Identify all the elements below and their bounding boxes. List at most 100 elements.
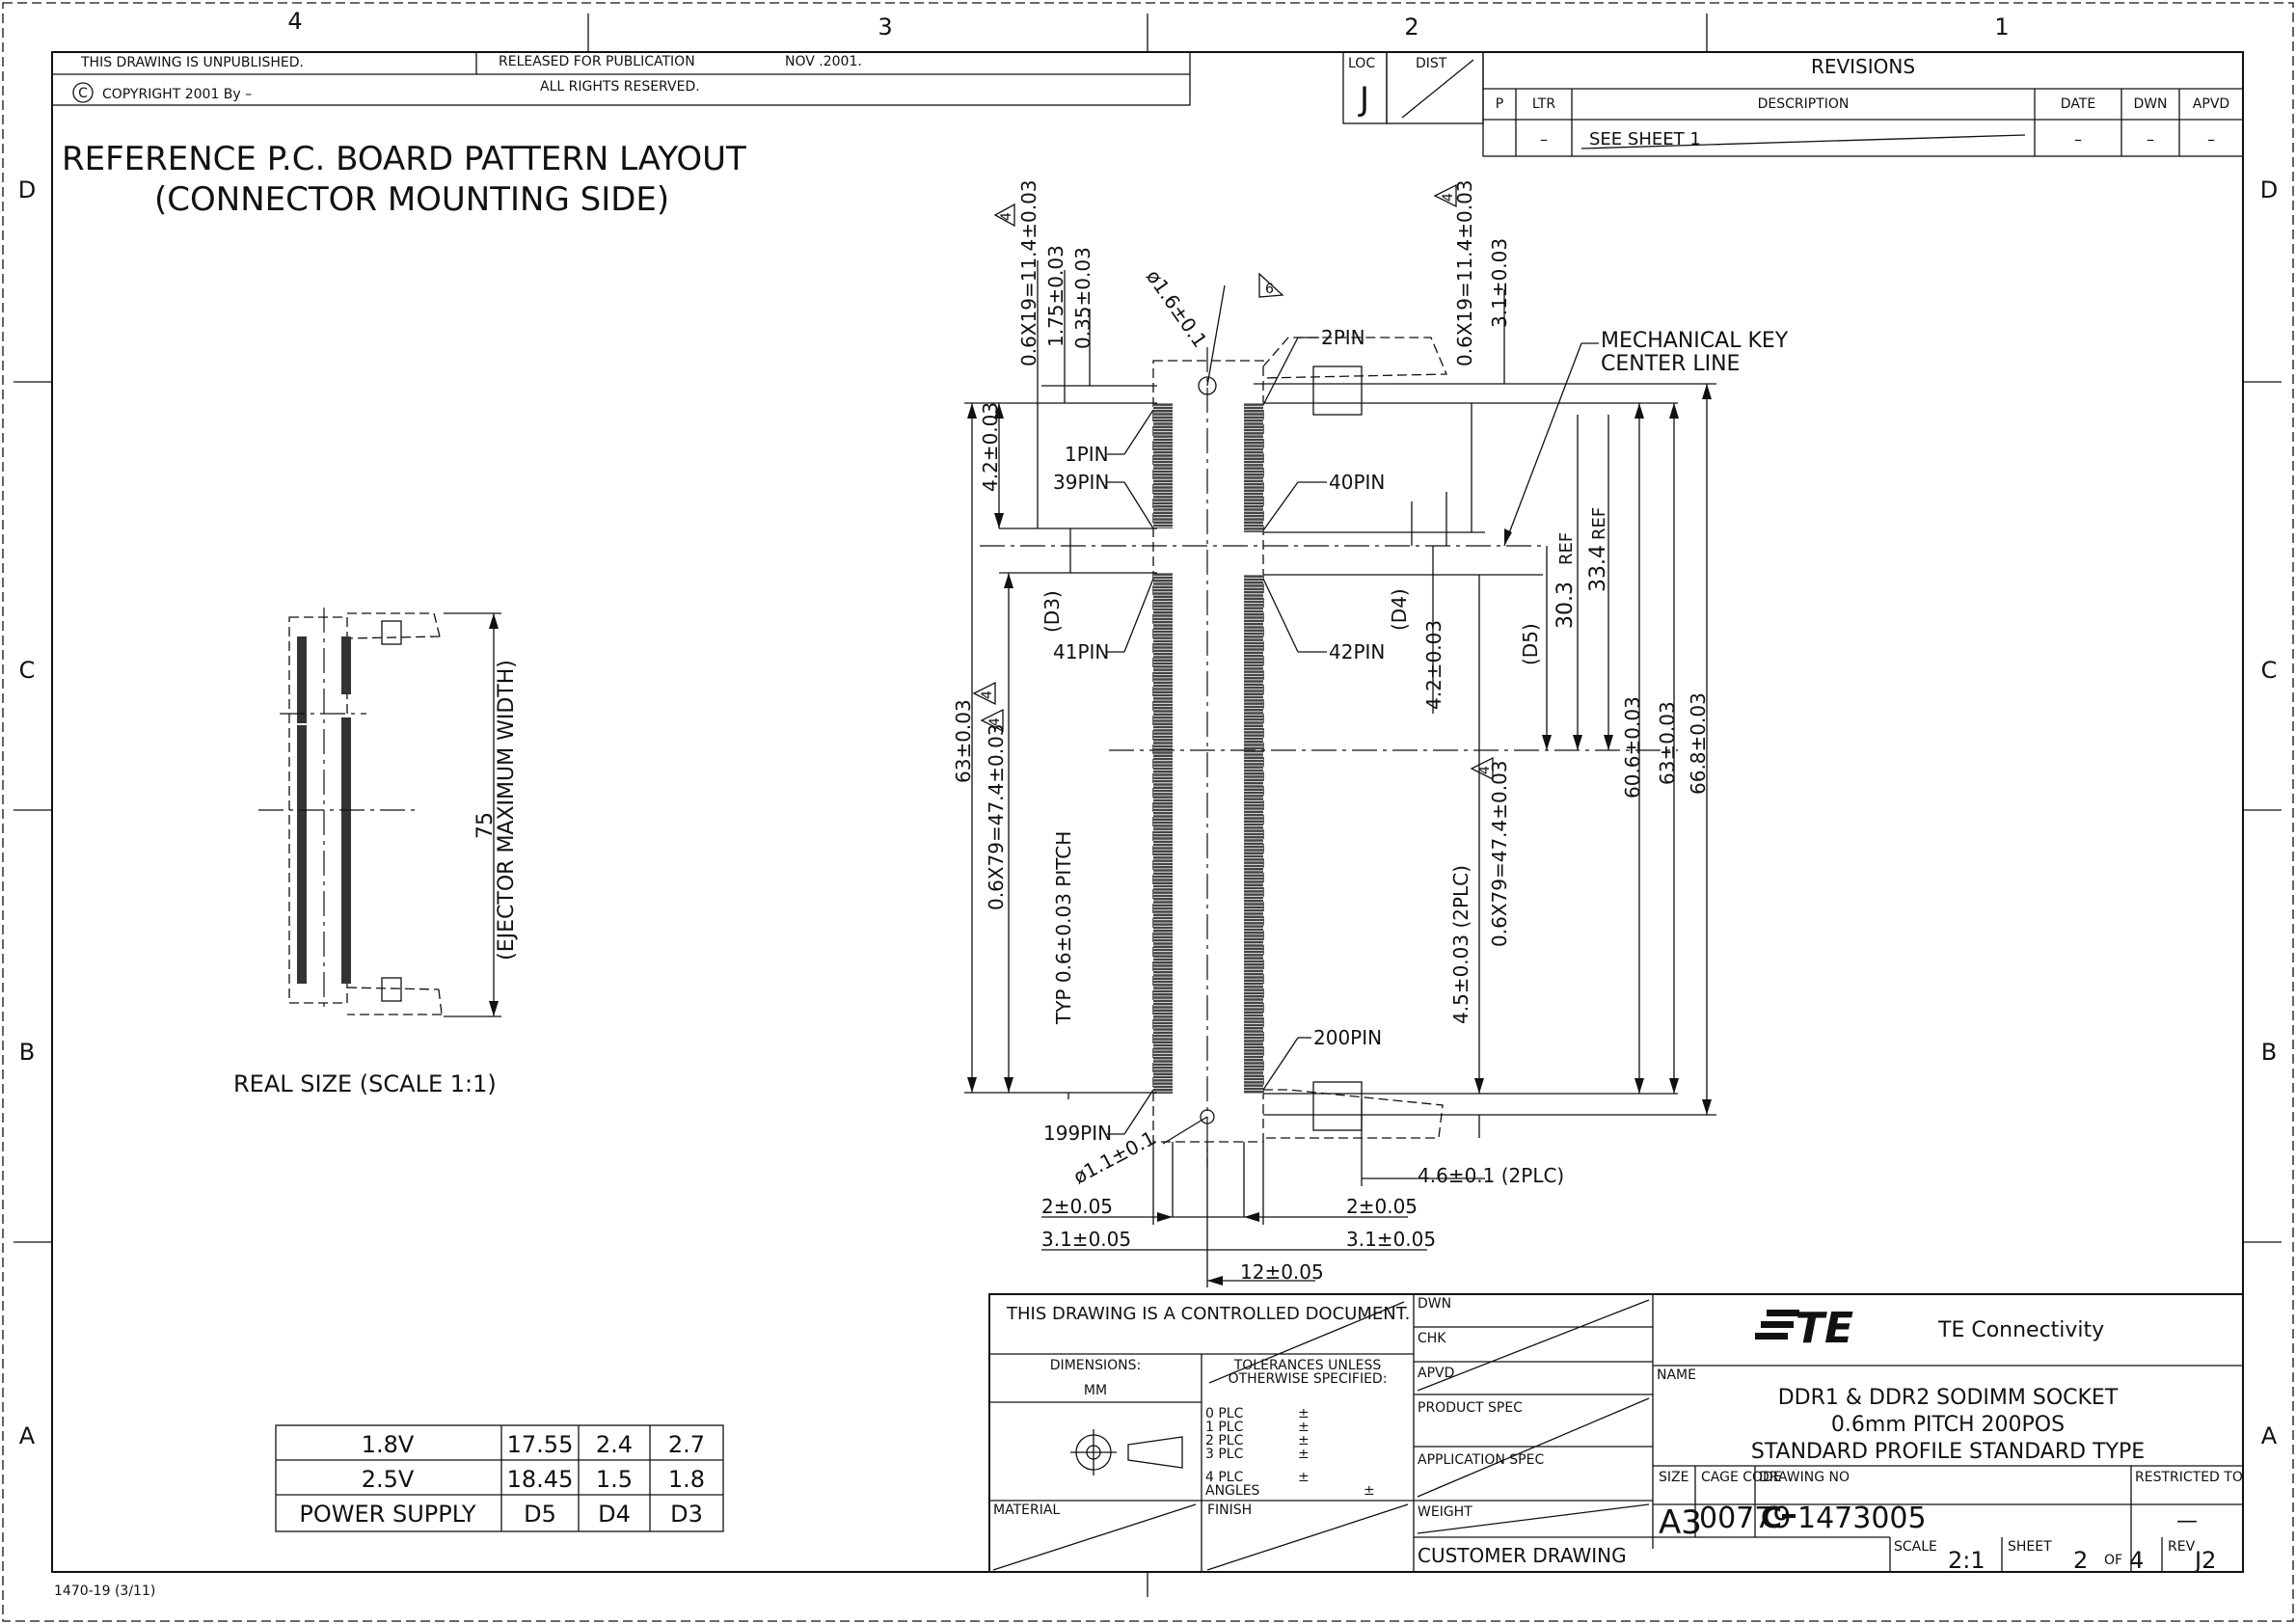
svg-text:0.6X19=11.4±0.03: 0.6X19=11.4±0.03 (1017, 179, 1040, 366)
svg-text:POWER SUPPLY: POWER SUPPLY (299, 1501, 475, 1528)
svg-text:2.7: 2.7 (668, 1431, 705, 1458)
svg-text:2 PLC: 2 PLC (1205, 1433, 1244, 1448)
svg-text:±: ± (1298, 1433, 1310, 1448)
svg-text:A3: A3 (1659, 1503, 1702, 1542)
bottom-dimension-labels: 2±0.05 2±0.05 3.1±0.05 3.1±0.05 12±0.05 … (1041, 1164, 1564, 1284)
svg-text:±: ± (1298, 1420, 1310, 1435)
svg-text:ø1.6±0.1: ø1.6±0.1 (1142, 265, 1212, 352)
svg-text:4: 4 (1441, 193, 1456, 202)
svg-text:DIMENSIONS:: DIMENSIONS: (1050, 1358, 1141, 1373)
svg-text:±: ± (1364, 1483, 1375, 1499)
zone-label-side-d: D (18, 176, 36, 203)
svg-text:4 PLC: 4 PLC (1205, 1470, 1244, 1485)
note-triangles: 4 4 4 4 4 6 (972, 183, 1494, 781)
svg-text:NOV .2001.: NOV .2001. (785, 54, 862, 69)
svg-text:DIST: DIST (1416, 56, 1447, 71)
svg-text:3.1±0.05: 3.1±0.05 (1346, 1228, 1436, 1251)
svg-text:THIS DRAWING IS A CONTROLLED D: THIS DRAWING IS A CONTROLLED DOCUMENT. (1006, 1304, 1410, 1324)
svg-text:ANGLES: ANGLES (1205, 1483, 1260, 1499)
svg-text:REV: REV (2168, 1539, 2196, 1555)
svg-text:75: 75 (473, 812, 498, 839)
svg-text:0.35±0.03: 0.35±0.03 (1071, 247, 1094, 349)
svg-text:THIS DRAWING IS UNPUBLISHED.: THIS DRAWING IS UNPUBLISHED. (80, 55, 304, 70)
svg-text:–: – (2147, 130, 2154, 149)
te-logo-icon: TE (1755, 1304, 1853, 1353)
pin-labels: 1PIN 39PIN 41PIN 199PIN 2PIN 40PIN 42PIN… (1043, 326, 1385, 1145)
board-pattern (964, 260, 1716, 1287)
svg-text:C: C (78, 86, 88, 101)
zone-label-top-1: 1 (1994, 14, 2009, 41)
zone-ticks (14, 14, 2282, 1597)
svg-text:TOLERANCES UNLESS: TOLERANCES UNLESS (1233, 1358, 1382, 1373)
svg-text:±: ± (1298, 1406, 1310, 1421)
svg-text:17.55: 17.55 (507, 1431, 574, 1458)
svg-text:OF: OF (2104, 1553, 2122, 1568)
mechanical-key-label: MECHANICAL KEY CENTER LINE (1601, 329, 1789, 376)
svg-text:J: J (1358, 80, 1369, 119)
svg-text:REF: REF (1589, 507, 1609, 540)
svg-text:39PIN: 39PIN (1053, 471, 1109, 494)
svg-text:C: C (1761, 1502, 1782, 1535)
svg-text:2±0.05: 2±0.05 (1041, 1195, 1113, 1218)
svg-text:CAGE CODE: CAGE CODE (1701, 1470, 1782, 1485)
svg-text:00779: 00779 (1699, 1502, 1791, 1535)
svg-text:REF: REF (1556, 532, 1577, 565)
svg-text:APPLICATION SPEC: APPLICATION SPEC (1418, 1452, 1544, 1468)
svg-text:CENTER LINE: CENTER LINE (1601, 352, 1740, 376)
svg-text:2: 2 (2073, 1547, 2088, 1574)
svg-text:199PIN: 199PIN (1043, 1122, 1112, 1145)
svg-text:30.3: 30.3 (1553, 582, 1578, 629)
svg-text:1473005: 1473005 (1797, 1502, 1927, 1535)
svg-text:D4: D4 (598, 1501, 631, 1528)
svg-text:CUSTOMER DRAWING: CUSTOMER DRAWING (1418, 1544, 1627, 1567)
svg-text:NAME: NAME (1657, 1367, 1696, 1383)
svg-text:–: – (2074, 130, 2082, 149)
svg-text:4.5±0.03 (2PLC): 4.5±0.03 (2PLC) (1449, 865, 1472, 1024)
svg-text:TE: TE (1796, 1304, 1853, 1353)
svg-text:APVD: APVD (2193, 96, 2229, 112)
svg-text:200PIN: 200PIN (1313, 1026, 1382, 1049)
svg-text:—: — (2176, 1509, 2198, 1533)
svg-text:DATE: DATE (2061, 96, 2095, 112)
real-size-view: 75 (EJECTOR MAXIMUM WIDTH) (258, 608, 519, 1017)
svg-text:CHK: CHK (1418, 1331, 1446, 1346)
svg-text:DESCRIPTION: DESCRIPTION (1758, 96, 1850, 112)
svg-text:OTHERWISE SPECIFIED:: OTHERWISE SPECIFIED: (1229, 1371, 1388, 1387)
svg-text:LOC: LOC (1348, 56, 1375, 71)
svg-text:2PIN: 2PIN (1321, 326, 1365, 349)
svg-text:ALL RIGHTS RESERVED.: ALL RIGHTS RESERVED. (540, 79, 700, 95)
svg-text:SHEET: SHEET (2008, 1539, 2052, 1555)
svg-text:2±0.05: 2±0.05 (1346, 1195, 1418, 1218)
svg-text:FINISH: FINISH (1207, 1502, 1252, 1518)
svg-text:1.8V: 1.8V (362, 1431, 415, 1458)
svg-text:WEIGHT: WEIGHT (1418, 1504, 1472, 1520)
svg-text:66.8±0.03: 66.8±0.03 (1687, 692, 1710, 795)
svg-text:0.6mm PITCH 200POS: 0.6mm PITCH 200POS (1831, 1413, 2065, 1437)
zone-label-top-3: 3 (878, 14, 892, 41)
svg-text:SEE SHEET 1: SEE SHEET 1 (1589, 129, 1701, 149)
svg-text:1.8: 1.8 (668, 1466, 705, 1493)
svg-text:APVD: APVD (1418, 1366, 1454, 1381)
svg-text:3.1±0.03: 3.1±0.03 (1488, 238, 1511, 328)
zone-label-side-c-right: C (2261, 657, 2278, 684)
svg-text:0.6X79=47.4±0.03: 0.6X79=47.4±0.03 (1488, 760, 1511, 947)
svg-text:TYP 0.6±0.03 PITCH: TYP 0.6±0.03 PITCH (1052, 831, 1075, 1025)
svg-text:0 PLC: 0 PLC (1205, 1406, 1244, 1421)
publication-header: THIS DRAWING IS UNPUBLISHED. RELEASED FO… (51, 51, 1191, 106)
svg-text:DDR1 & DDR2 SODIMM SOCKET: DDR1 & DDR2 SODIMM SOCKET (1778, 1386, 2119, 1410)
svg-text:MECHANICAL KEY: MECHANICAL KEY (1601, 329, 1789, 353)
svg-text:–: – (1540, 130, 1548, 149)
svg-text:1.75±0.03: 1.75±0.03 (1044, 245, 1067, 347)
loc-dist-box: LOC J DIST (1342, 51, 1484, 124)
svg-text:2.5V: 2.5V (362, 1466, 415, 1493)
svg-text:3 PLC: 3 PLC (1205, 1447, 1244, 1462)
svg-text:P: P (1496, 96, 1503, 112)
svg-text:12±0.05: 12±0.05 (1240, 1260, 1324, 1284)
svg-text:D3: D3 (670, 1501, 703, 1528)
svg-text:40PIN: 40PIN (1329, 471, 1385, 494)
form-number: 1470-19 (3/11) (54, 1583, 155, 1599)
svg-text:4: 4 (2129, 1547, 2144, 1574)
svg-text:4.2±0.03: 4.2±0.03 (979, 402, 1002, 492)
svg-text:42PIN: 42PIN (1329, 640, 1385, 663)
